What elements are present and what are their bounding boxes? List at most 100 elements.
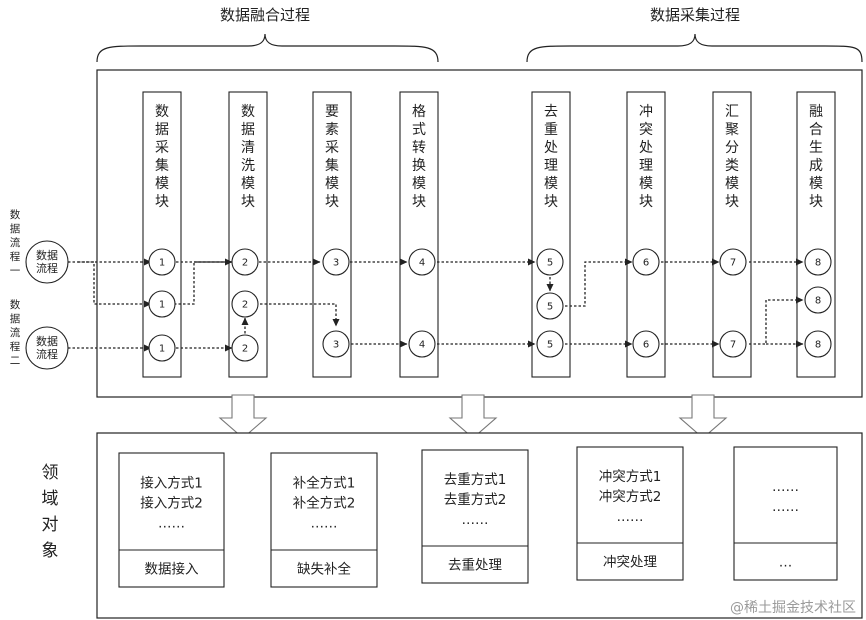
flow-node: 3 bbox=[322, 330, 350, 358]
module-label: 格式转换模块 bbox=[412, 104, 426, 210]
flow-node-number: 1 bbox=[159, 258, 165, 269]
module-box bbox=[796, 91, 836, 378]
flow-node-number: 4 bbox=[419, 258, 425, 269]
domain-box-4: 冲突方式1 冲突方式2 …… 冲突处理 bbox=[576, 446, 684, 581]
stream-two: 数据流程二 数据流程 bbox=[10, 298, 69, 370]
domain-box-line: …… bbox=[462, 512, 489, 528]
collect-process-brace bbox=[526, 33, 863, 63]
block-arrows bbox=[218, 394, 728, 439]
flow-node: 7 bbox=[719, 248, 747, 276]
flow-node-number: 4 bbox=[419, 340, 425, 351]
flow-node: 5 bbox=[536, 248, 564, 276]
module-box bbox=[626, 91, 666, 378]
module-label: 数据采集模块 bbox=[155, 104, 169, 210]
domain-box-frame bbox=[118, 452, 225, 588]
flow-node-circle bbox=[536, 330, 564, 358]
flow-node-number: 7 bbox=[730, 258, 736, 269]
flow-node: 2 bbox=[231, 248, 259, 276]
flow-node: 1 bbox=[148, 290, 176, 318]
flow-node-number: 8 bbox=[815, 258, 821, 269]
module-box bbox=[712, 91, 752, 378]
flow-node-number: 1 bbox=[159, 344, 165, 355]
flow-nodes: 1 2 3 4 5 6 7 8 1 2 5 8 1 2 3 4 5 6 7 8 bbox=[148, 248, 832, 362]
flow-node-number: 7 bbox=[730, 340, 736, 351]
flow-node-number: 5 bbox=[547, 340, 553, 351]
flow-node-number: 5 bbox=[547, 258, 553, 269]
domain-box-footer: 数据接入 bbox=[145, 561, 199, 578]
flow-node-number: 1 bbox=[159, 300, 165, 311]
flow-node-circle bbox=[536, 248, 564, 276]
stream-one-circle-label: 数据流程 bbox=[36, 248, 58, 275]
module-column-1: 数据采集模块 bbox=[142, 91, 182, 378]
domain-box-line: 冲突方式1 bbox=[599, 469, 662, 485]
fusion-process-brace bbox=[96, 33, 439, 63]
flow-node-circle bbox=[719, 248, 747, 276]
block-arrow-three bbox=[678, 394, 728, 439]
domain-box-line: 去重方式1 bbox=[444, 472, 507, 488]
module-label: 融合生成模块 bbox=[809, 104, 823, 210]
flow-node-circle bbox=[632, 248, 660, 276]
flow-node-circle bbox=[231, 248, 259, 276]
flow-n5b-to-n6 bbox=[565, 258, 633, 307]
stream-two-side-label: 数据流程二 bbox=[10, 298, 21, 367]
flow-node-circle bbox=[804, 330, 832, 358]
flow-node-circle bbox=[408, 330, 436, 358]
flow-node-number: 3 bbox=[333, 258, 339, 269]
flow-node-circle bbox=[804, 248, 832, 276]
flow-node: 4 bbox=[408, 330, 436, 358]
module-column-8: 融合生成模块 bbox=[796, 91, 836, 378]
domain-label: 领域对象 bbox=[42, 463, 59, 561]
domain-box-frame bbox=[576, 446, 684, 581]
block-arrow-one bbox=[218, 394, 268, 439]
flow-node: 2 bbox=[231, 290, 259, 318]
domain-box-1: 接入方式1 接入方式2 …… 数据接入 bbox=[118, 452, 225, 588]
flow-node-circle bbox=[804, 286, 832, 314]
module-column-6: 冲突处理模块 bbox=[626, 91, 666, 378]
module-column-2: 数据清洗模块 bbox=[228, 91, 268, 378]
module-column-7: 汇聚分类模块 bbox=[712, 91, 752, 378]
domain-box-line: …… bbox=[158, 516, 185, 532]
domain-box-5: …………… bbox=[733, 446, 838, 581]
fusion-process-title: 数据融合过程 bbox=[220, 6, 310, 24]
domain-box-line: 冲突方式2 bbox=[599, 489, 662, 505]
module-columns: 数据采集模块 数据清洗模块 要素采集模块 格式转换模块 去重处理模块 冲突处理模块 汇聚分类… bbox=[142, 91, 836, 378]
flow-node-circle bbox=[719, 330, 747, 358]
module-box bbox=[312, 91, 352, 378]
flow-n2b-to-n3c bbox=[260, 303, 340, 327]
domain-box-line: 接入方式2 bbox=[140, 495, 203, 512]
flow-node: 8 bbox=[804, 330, 832, 358]
module-column-5: 去重处理模块 bbox=[531, 91, 571, 378]
domain-box-footer: 缺失补全 bbox=[297, 561, 351, 578]
module-label: 数据清洗模块 bbox=[241, 104, 255, 210]
flow-node: 2 bbox=[231, 334, 259, 362]
module-label: 要素采集模块 bbox=[325, 104, 339, 210]
module-box bbox=[399, 91, 439, 378]
watermark: @稀土掘金技术社区 bbox=[730, 600, 856, 616]
domain-box-line: 接入方式1 bbox=[140, 475, 203, 492]
flow-node: 7 bbox=[719, 330, 747, 358]
module-label: 汇聚分类模块 bbox=[725, 104, 739, 210]
flow-node: 6 bbox=[632, 248, 660, 276]
domain-box-line: …… bbox=[772, 479, 799, 495]
flow-node: 6 bbox=[632, 330, 660, 358]
flow-node-number: 6 bbox=[643, 258, 649, 269]
domain-box-line: …… bbox=[617, 509, 644, 525]
module-label: 去重处理模块 bbox=[544, 104, 558, 210]
flow-node-number: 2 bbox=[242, 344, 248, 355]
flow-n1b-up bbox=[174, 262, 195, 305]
domain-box-footer: 冲突处理 bbox=[603, 555, 657, 571]
flow-node-number: 8 bbox=[815, 296, 821, 307]
flow-node-circle bbox=[148, 248, 176, 276]
flow-node: 8 bbox=[804, 248, 832, 276]
flow-node: 3 bbox=[322, 248, 350, 276]
flow-node-number: 5 bbox=[547, 302, 553, 313]
flow-node-circle bbox=[322, 330, 350, 358]
flow-node-circle bbox=[231, 290, 259, 318]
stream-one-side-label: 数据流程一 bbox=[10, 208, 21, 277]
domain-box-line: 补全方式1 bbox=[293, 475, 356, 492]
flow-node-circle bbox=[148, 290, 176, 318]
block-arrow-two bbox=[448, 394, 498, 439]
flow-node-number: 6 bbox=[643, 340, 649, 351]
